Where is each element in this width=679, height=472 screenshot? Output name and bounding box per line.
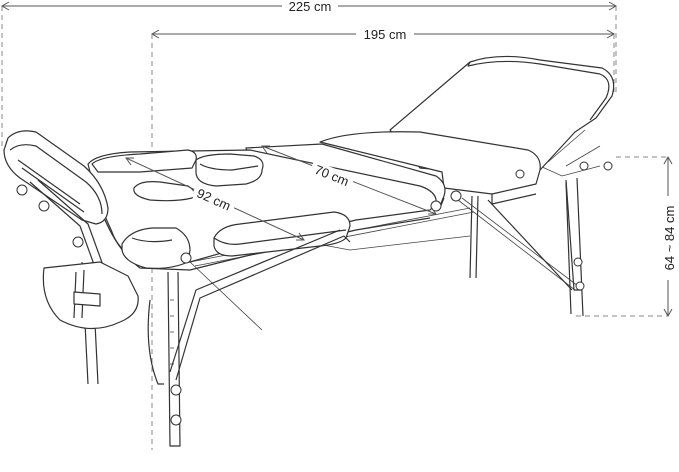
massage-table — [3, 55, 615, 447]
cradle-knob — [38, 200, 50, 212]
arrow-left-icon — [125, 157, 134, 166]
hinge-knob — [515, 169, 525, 179]
arrow-up-icon — [663, 155, 673, 165]
hinge-knob — [450, 190, 462, 202]
table-length-dimension: 195 cm — [150, 26, 616, 450]
hinge-knob — [430, 200, 442, 212]
hinge-knob — [603, 161, 613, 171]
total-length-dimension: 225 cm — [0, 0, 618, 148]
cradle-knob — [16, 184, 28, 196]
front-frame — [147, 179, 585, 447]
hinges — [180, 161, 613, 264]
hinge-knob — [180, 252, 192, 264]
face-hole — [133, 181, 195, 202]
leg-adjust-knob — [575, 281, 585, 291]
arrow-right-icon — [428, 206, 437, 215]
arm-pad — [121, 227, 191, 269]
leg-adjust-knob — [573, 257, 583, 267]
hinge-knob — [579, 161, 589, 171]
total-length-label: 225 cm — [289, 0, 332, 14]
arrow-left-icon — [261, 145, 270, 154]
front-leg — [167, 271, 181, 447]
cradle-knob — [72, 236, 84, 248]
rear-bolster — [91, 149, 197, 173]
height-label: 64 ~ 84 cm — [662, 206, 677, 271]
leg-adjust-knob — [170, 384, 182, 396]
strap-buckle — [73, 291, 101, 307]
height-dimension: 64 ~ 84 cm — [576, 155, 677, 318]
cushion-right — [319, 131, 541, 195]
table-length-label: 195 cm — [364, 27, 407, 42]
face-cradle-pad — [3, 130, 109, 225]
leg-adjust-knob — [170, 414, 182, 426]
arrow-right-icon — [296, 232, 305, 241]
carry-strap — [42, 261, 139, 330]
rear-leg — [565, 181, 572, 315]
rear-leg — [469, 195, 473, 279]
